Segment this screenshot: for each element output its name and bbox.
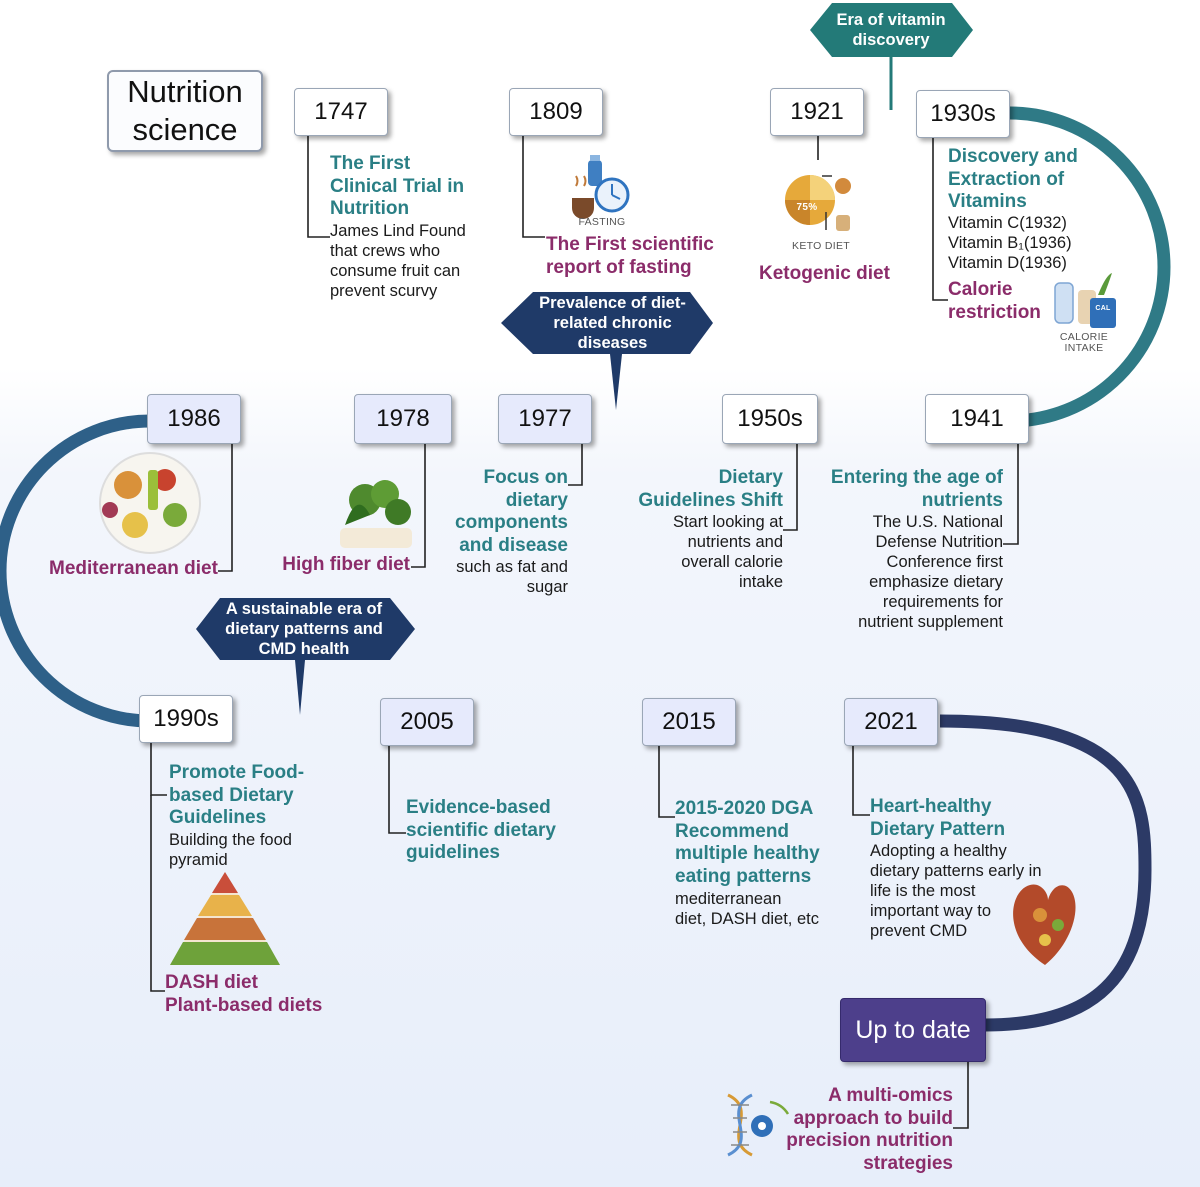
year-box-2021: 2021 xyxy=(844,698,938,746)
year-box-up-to-date: Up to date xyxy=(840,998,986,1062)
connector-1977 xyxy=(568,442,583,486)
event-1986-heading: Mediterranean diet xyxy=(49,558,218,579)
track-loop-left xyxy=(0,414,200,728)
year-box-1747: 1747 xyxy=(294,88,388,136)
banner-sustainable-shape xyxy=(196,598,415,715)
connector-1986 xyxy=(218,442,233,572)
year-box-1978: 1978 xyxy=(354,394,452,444)
event-2015-heading: 2015-2020 DGA Recommend multiple healthy… xyxy=(675,798,820,887)
event-1950s-body: Start looking at nutrients and overall c… xyxy=(672,513,783,591)
event-1941-heading: Entering the age of nutrients xyxy=(830,467,1003,511)
heart-icon xyxy=(1013,884,1076,965)
food-pyramid-icon xyxy=(170,872,280,965)
banner-chronic-diseases: Prevalence of diet- related chronic dise… xyxy=(539,294,686,352)
event-1990s-heading2: DASH diet Plant-based diets xyxy=(165,972,323,1016)
event-1747-heading: The First Clinical Trial in Nutrition xyxy=(330,153,465,219)
event-1930s-heading: Discovery and Extraction of Vitamins xyxy=(948,146,1078,212)
keto-percent-label: 75% xyxy=(796,202,818,213)
event-1990s-heading: Promote Food- based Dietary Guidelines xyxy=(169,762,305,828)
event-1921-heading: Ketogenic diet xyxy=(759,263,890,284)
connector-1990s-b xyxy=(150,795,165,992)
year-box-1930s: 1930s xyxy=(916,90,1010,138)
connector-1941 xyxy=(1003,442,1019,545)
event-1747-body: James Lind Found that crews who consume … xyxy=(330,222,466,300)
event-1978-heading: High fiber diet xyxy=(282,554,410,575)
event-1930s-body: Vitamin C(1932) Vitamin B₁(1936) Vitamin… xyxy=(948,214,1072,272)
year-box-1950s: 1950s xyxy=(722,394,818,444)
year-box-1941: 1941 xyxy=(925,394,1029,444)
track-loop-end xyxy=(939,714,1152,1032)
fasting-icon xyxy=(572,155,630,219)
event-uptodate-heading: A multi-omics approach to build precisio… xyxy=(786,1085,953,1174)
mediterranean-diet-icon xyxy=(99,452,201,554)
event-1809-heading: The First scientific report of fasting xyxy=(546,234,714,278)
keto-diet-icon xyxy=(785,175,851,231)
connector-1809 xyxy=(522,135,545,238)
banner-chronic-shape xyxy=(501,292,713,410)
event-1930s-heading2: Calorie restriction xyxy=(948,279,1041,323)
event-2021-body: Adopting a healthy dietary patterns earl… xyxy=(870,842,1042,940)
connector-1950s xyxy=(783,442,798,531)
year-box-1990s: 1990s xyxy=(139,695,233,743)
year-box-1977: 1977 xyxy=(498,394,592,444)
keto-caption: KETO DIET xyxy=(792,240,850,252)
event-2021-heading: Heart-healthy Dietary Pattern xyxy=(870,796,1006,840)
event-2015-body: mediterranean diet, DASH diet, etc xyxy=(675,890,819,928)
event-1977-body: such as fat and sugar xyxy=(456,558,568,596)
banner-vitamin-era: Era of vitamin discovery xyxy=(836,11,946,49)
year-box-1809: 1809 xyxy=(509,88,603,136)
calorie-icon-label: CAL xyxy=(1095,305,1111,312)
banner-vitamin-era-shape xyxy=(810,3,973,110)
event-1990s-body: Building the food pyramid xyxy=(169,831,292,869)
connector-uptodate xyxy=(953,1060,969,1129)
page-title: Nutrition science xyxy=(107,70,263,152)
connector-1930s xyxy=(932,138,948,301)
year-box-1921: 1921 xyxy=(770,88,864,136)
track-loop-right xyxy=(960,106,1171,428)
connector-1978 xyxy=(411,442,426,568)
year-box-2005: 2005 xyxy=(380,698,474,746)
event-1941-body: The U.S. National Defense Nutrition Conf… xyxy=(858,513,1003,631)
connector-2015 xyxy=(658,745,675,818)
event-1950s-heading: Dietary Guidelines Shift xyxy=(638,467,783,511)
event-1977-heading: Focus on dietary components and disease xyxy=(455,467,568,556)
fasting-caption: FASTING xyxy=(578,216,626,228)
high-fiber-diet-icon xyxy=(340,480,412,548)
calorie-caption: CALORIE INTAKE xyxy=(1059,331,1109,354)
year-box-1986: 1986 xyxy=(147,394,241,444)
connector-1990s-a xyxy=(150,742,167,796)
dna-gear-icon xyxy=(727,1093,790,1157)
banner-sustainable-era: A sustainable era of dietary patterns an… xyxy=(225,600,383,658)
connector-1747 xyxy=(307,135,330,238)
event-2005-heading: Evidence-based scientific dietary guidel… xyxy=(406,797,556,863)
year-box-2015: 2015 xyxy=(642,698,736,746)
calorie-intake-icon xyxy=(1054,273,1116,328)
connector-2005 xyxy=(388,745,406,834)
connector-2021 xyxy=(852,745,870,816)
